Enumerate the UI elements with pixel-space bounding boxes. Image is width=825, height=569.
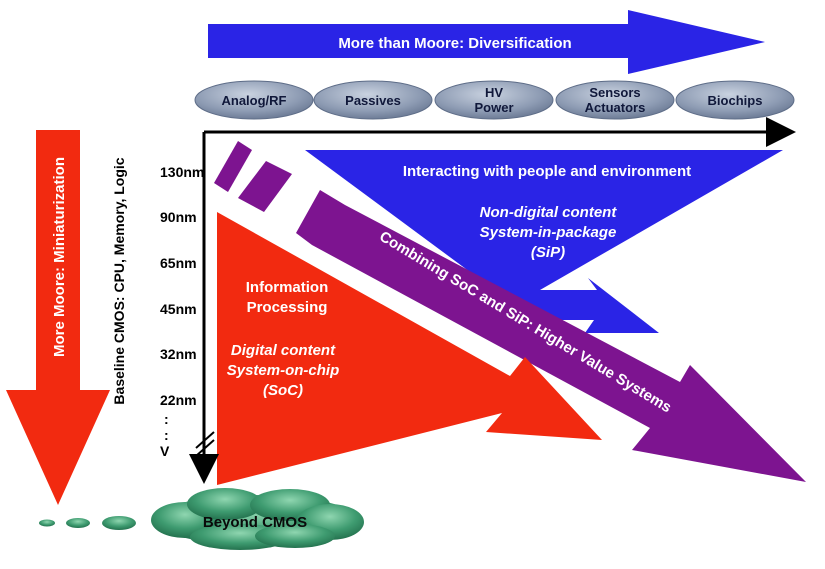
more-than-moore-arrow	[208, 10, 765, 74]
blue-region-line: System-in-package	[480, 224, 617, 241]
blue-region-line: (SiP)	[531, 244, 565, 261]
pill-hv-power: HV Power	[434, 80, 554, 120]
node-label-90nm: 90nm	[160, 209, 197, 225]
purple-higher-value-arrow	[296, 190, 806, 482]
pill-label: Passives	[345, 93, 401, 108]
red-region-line: System-on-chip	[227, 362, 340, 379]
pill-passives: Passives	[313, 80, 433, 120]
more-than-moore-label: More than Moore: Diversification	[338, 35, 571, 52]
baseline-cmos-label: Baseline CMOS: CPU, Memory, Logic	[111, 157, 127, 404]
axis-break-mark	[195, 439, 215, 457]
pill-sensors-actuators: Sensors Actuators	[555, 80, 675, 120]
pill-label: Biochips	[708, 93, 763, 108]
purple-dash-2	[238, 161, 292, 212]
red-region-title: Information	[246, 279, 329, 296]
red-region-line: (SoC)	[263, 382, 303, 399]
pill-label: Actuators	[585, 100, 646, 115]
node-label-45nm: 45nm	[160, 301, 197, 317]
node-v-label: V	[160, 443, 170, 459]
pill-label: Analog/RF	[222, 93, 287, 108]
pill-label: Sensors	[589, 85, 640, 100]
red-region-title: Processing	[247, 299, 328, 316]
pill-biochips: Biochips	[675, 80, 795, 120]
blue-region-line: Non-digital content	[480, 204, 618, 221]
pill-analog-rf: Analog/RF	[194, 80, 314, 120]
node-label-22nm: 22nm	[160, 392, 197, 408]
blue-region-title: Interacting with people and environment	[403, 163, 691, 180]
beyond-cmos-cloud	[39, 488, 364, 550]
more-moore-arrow	[6, 130, 110, 505]
blue-sip-arrow	[305, 150, 783, 333]
pill-label: HV	[485, 85, 503, 100]
axis-break-mark	[195, 431, 215, 449]
node-label-130nm: 130nm	[160, 164, 204, 180]
beyond-cmos-label: Beyond CMOS	[203, 514, 307, 531]
node-label-65nm: 65nm	[160, 255, 197, 271]
pill-label: Power	[474, 100, 513, 115]
node-label-32nm: 32nm	[160, 346, 197, 362]
more-moore-label: More Moore: Miniaturization	[51, 157, 68, 357]
purple-dash-1	[214, 141, 252, 192]
red-region-line: Digital content	[231, 342, 336, 359]
node-ellipsis: :	[164, 427, 169, 443]
node-ellipsis: :	[164, 411, 169, 427]
red-soc-arrow	[217, 212, 602, 485]
